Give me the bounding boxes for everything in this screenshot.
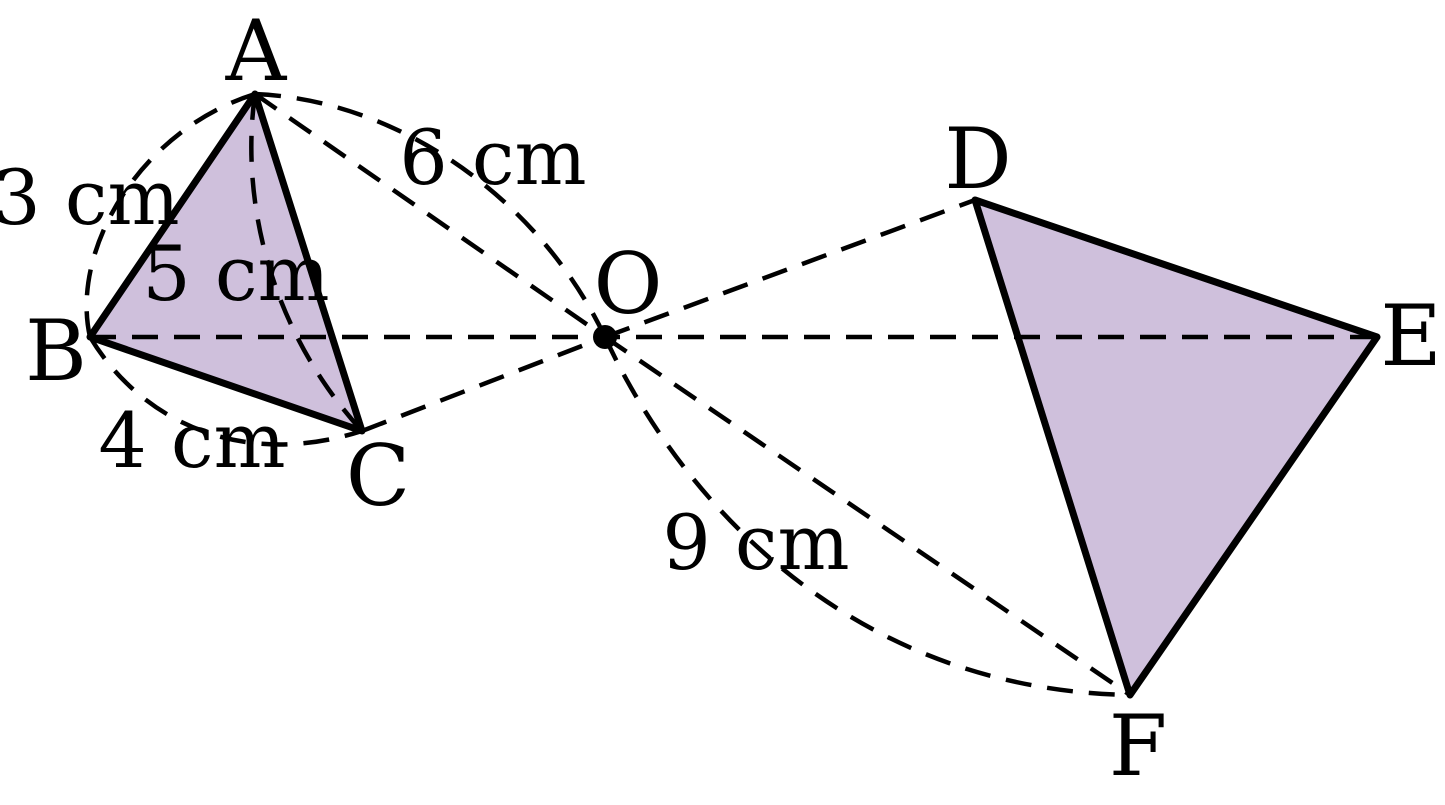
label-a: A: [225, 2, 288, 100]
label-d: D: [944, 110, 1011, 208]
length-bc: 4 cm: [98, 396, 285, 485]
segment-c-o: [361, 334, 606, 434]
arc-bc: [88, 335, 363, 447]
length-of: 9 cm: [662, 498, 849, 587]
segment-o-d: [604, 197, 976, 340]
label-b: B: [25, 302, 87, 400]
length-ab: 3 cm: [0, 153, 180, 242]
label-f: F: [1109, 697, 1167, 795]
triangle-abc: [86, 90, 366, 435]
label-c: C: [346, 427, 410, 525]
segment-o-f: [603, 335, 1132, 697]
length-oa: 6 cm: [399, 113, 586, 202]
label-o: O: [594, 235, 663, 333]
arc-oa: [254, 91, 608, 338]
label-e: E: [1380, 287, 1441, 385]
length-ac: 5 cm: [142, 229, 329, 318]
arc-ab: [84, 91, 256, 338]
center-point-o: [593, 325, 617, 349]
arc-ac: [249, 93, 364, 433]
arc-of: [602, 336, 1131, 698]
triangle-def: [971, 196, 1381, 699]
segment-a-o: [253, 92, 607, 339]
